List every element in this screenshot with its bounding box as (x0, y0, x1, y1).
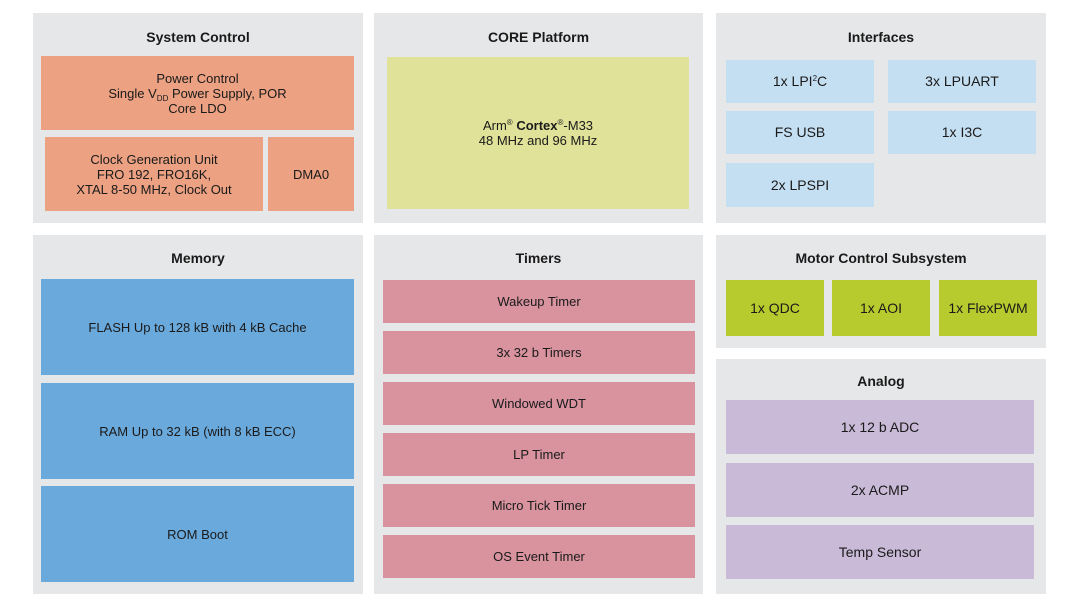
lpspi-block: 2x LPSPI (726, 163, 874, 207)
timer-item: Windowed WDT (383, 382, 695, 425)
memory-panel: Memory FLASH Up to 128 kB with 4 kB Cach… (33, 235, 363, 594)
i3c-block: 1x I3C (888, 111, 1036, 154)
power-control-line3: Core LDO (168, 100, 227, 116)
fs-usb-block: FS USB (726, 111, 874, 154)
interfaces-title: Interfaces (847, 29, 915, 45)
memory-title: Memory (171, 250, 225, 266)
timer-item: 3x 32 b Timers (383, 331, 695, 374)
aoi-block: 1x AOI (832, 280, 930, 336)
timer-item: OS Event Timer (383, 535, 695, 578)
clock-line2: FRO 192, FRO16K, (96, 166, 212, 182)
clock-generation-block: Clock Generation Unit FRO 192, FRO16K, X… (45, 137, 263, 211)
timer-item: LP Timer (383, 433, 695, 476)
dma-block: DMA0 (268, 137, 354, 211)
core-block: Arm® Cortex®-M33 48 MHz and 96 MHz (387, 57, 689, 209)
clock-line1: Clock Generation Unit (90, 151, 218, 167)
memory-rom-block: ROM Boot (41, 486, 354, 582)
memory-ram-block: RAM Up to 32 kB (with 8 kB ECC) (41, 383, 354, 479)
core-platform-title: CORE Platform (487, 29, 590, 45)
timers-panel: Timers Wakeup Timer 3x 32 b Timers Windo… (374, 235, 703, 594)
lpuart-block: 3x LPUART (888, 60, 1036, 103)
analog-panel: Analog 1x 12 b ADC 2x ACMP Temp Sensor (716, 359, 1046, 594)
adc-block: 1x 12 b ADC (726, 400, 1034, 454)
core-frequency: 48 MHz and 96 MHz (478, 133, 598, 148)
analog-title: Analog (857, 373, 905, 389)
temp-sensor-block: Temp Sensor (726, 525, 1034, 579)
clock-line3: XTAL 8-50 MHz, Clock Out (76, 181, 232, 197)
acmp-block: 2x ACMP (726, 463, 1034, 517)
motor-control-title: Motor Control Subsystem (795, 250, 967, 266)
core-name: Arm® Cortex®-M33 (482, 118, 594, 133)
motor-control-panel: Motor Control Subsystem 1x QDC 1x AOI 1x… (716, 235, 1046, 348)
flexpwm-block: 1x FlexPWM (939, 280, 1037, 336)
timer-item: Wakeup Timer (383, 280, 695, 323)
timers-title: Timers (515, 250, 562, 266)
power-control-block: Power Control Single VDD Power Supply, P… (41, 56, 354, 130)
qdc-block: 1x QDC (726, 280, 824, 336)
power-control-line2: Single VDD Power Supply, POR (108, 85, 287, 103)
power-control-line1: Power Control (156, 70, 239, 86)
core-platform-panel: CORE Platform Arm® Cortex®-M33 48 MHz an… (374, 13, 703, 223)
system-control-title: System Control (146, 29, 250, 45)
timer-item: Micro Tick Timer (383, 484, 695, 527)
lpi2c-block: 1x LPI2C (726, 60, 874, 103)
interfaces-panel: Interfaces 1x LPI2C 3x LPUART FS USB 1x … (716, 13, 1046, 223)
system-control-panel: System Control Power Control Single VDD … (33, 13, 363, 223)
memory-flash-block: FLASH Up to 128 kB with 4 kB Cache (41, 279, 354, 375)
